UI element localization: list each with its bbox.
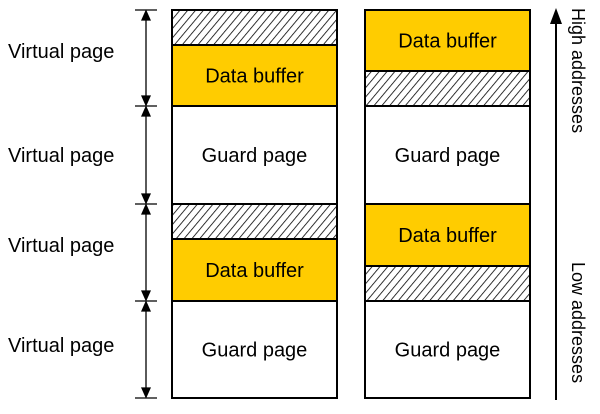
guard-page-block xyxy=(172,301,337,398)
low-addresses-label: Low addresses xyxy=(568,262,588,383)
row-label-4: Virtual page xyxy=(8,335,114,357)
row-label-2: Virtual page xyxy=(8,145,114,167)
memory-cell: Data buffer xyxy=(365,10,530,106)
row-labels: Virtual page Virtual page Virtual page V… xyxy=(8,41,114,357)
high-addresses-label: High addresses xyxy=(568,8,588,133)
guard-page-label: Guard page xyxy=(395,145,501,167)
guard-page-block xyxy=(365,301,530,398)
unused-space-hatch xyxy=(172,10,337,45)
guard-page-label: Guard page xyxy=(395,340,501,362)
column-outline xyxy=(171,9,338,399)
row-label-3: Virtual page xyxy=(8,235,114,257)
data-buffer-block xyxy=(172,239,337,301)
guard-page-block xyxy=(365,106,530,204)
memory-cell: Guard page xyxy=(172,106,337,204)
data-buffer-block xyxy=(172,45,337,106)
unused-space-hatch xyxy=(365,71,530,106)
data-buffer-block xyxy=(365,10,530,71)
page-span-arrow xyxy=(135,203,157,302)
guard-page-label: Guard page xyxy=(202,340,308,362)
unused-space-hatch xyxy=(172,204,337,239)
guard-page-block xyxy=(172,106,337,204)
memory-cell: Guard page xyxy=(172,301,337,398)
page-span-arrow xyxy=(135,9,157,107)
data-buffer-label: Data buffer xyxy=(205,260,304,282)
page-span-arrows xyxy=(135,9,157,399)
memory-cell: Data buffer xyxy=(365,204,530,301)
data-buffer-label: Data buffer xyxy=(205,66,304,88)
guard-page-label: Guard page xyxy=(202,145,308,167)
memory-cell: Guard page xyxy=(365,106,530,204)
data-buffer-label: Data buffer xyxy=(398,31,497,53)
memory-cell: Data buffer xyxy=(172,10,337,106)
unused-space-hatch xyxy=(365,266,530,301)
memory-cell: Data buffer xyxy=(172,204,337,301)
address-axis: High addresses Low addresses xyxy=(550,8,588,400)
memory-cell: Guard page xyxy=(365,301,530,398)
page-span-arrow xyxy=(135,300,157,399)
address-arrow-head xyxy=(550,8,562,24)
data-buffer-label: Data buffer xyxy=(398,225,497,247)
column-outline xyxy=(364,9,531,399)
row-label-1: Virtual page xyxy=(8,41,114,63)
page-span-arrow xyxy=(135,105,157,205)
data-buffer-block xyxy=(365,204,530,266)
